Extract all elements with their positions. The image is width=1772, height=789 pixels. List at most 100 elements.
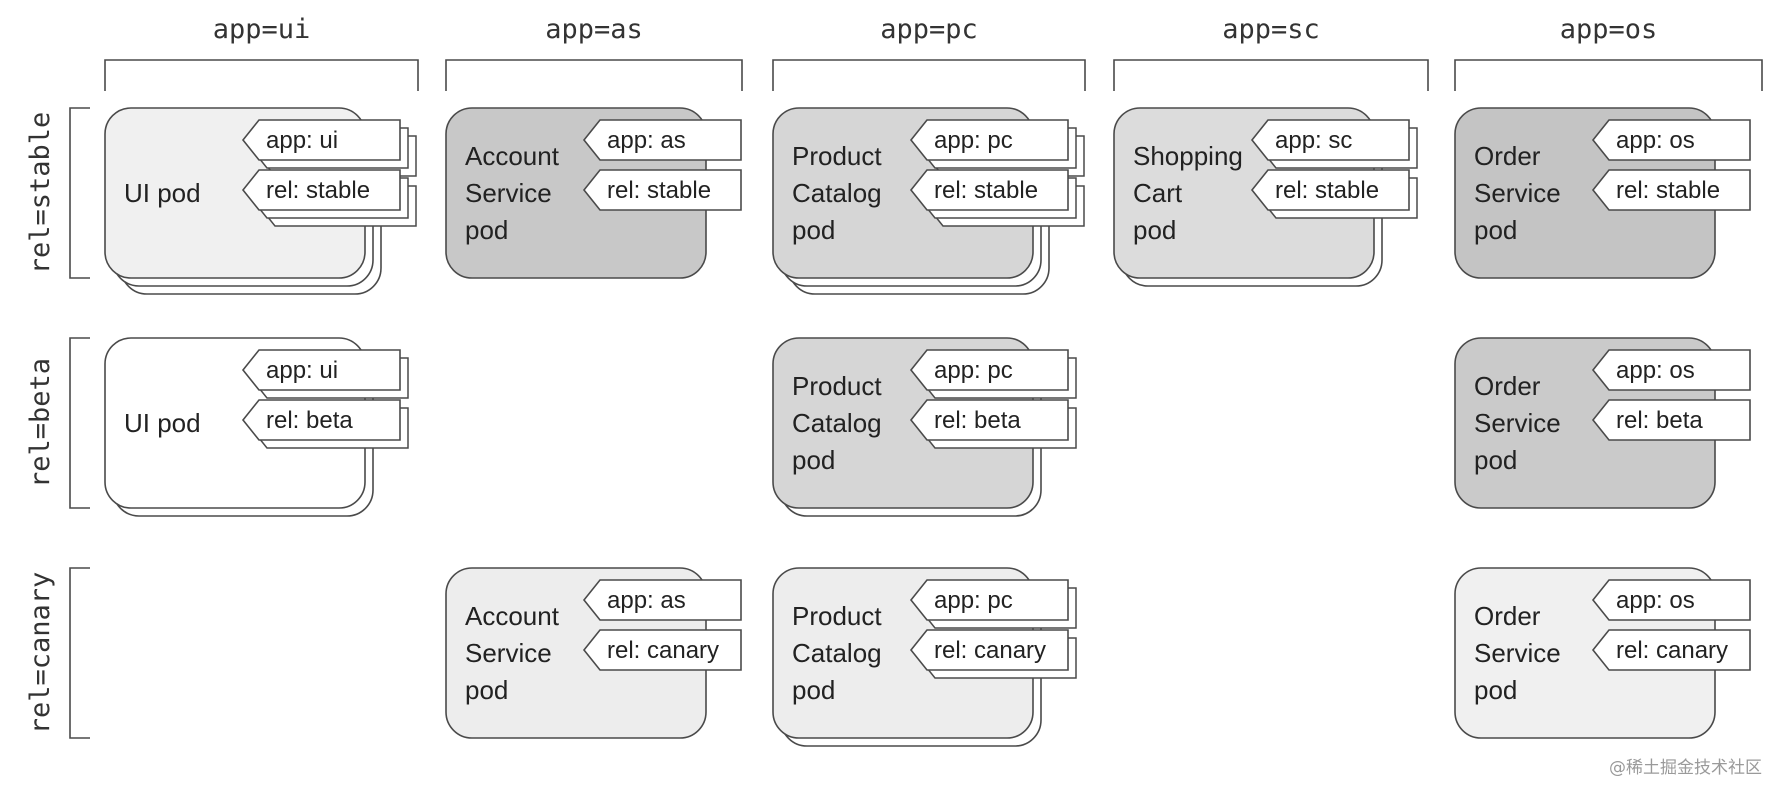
pod-name-line: Catalog xyxy=(792,638,882,668)
pod-name-line: Service xyxy=(465,638,552,668)
pod-name-line: pod xyxy=(792,445,835,475)
pod-name-line: Service xyxy=(1474,638,1561,668)
column-label: app=os xyxy=(1560,14,1658,45)
watermark: @稀土掘金技术社区 xyxy=(1609,758,1762,778)
label-tag xyxy=(582,169,742,211)
rel-label-text: rel: canary xyxy=(1616,637,1728,664)
label-tag xyxy=(582,119,742,161)
column-label: app=ui xyxy=(213,14,311,45)
label-tag xyxy=(909,169,1069,211)
pod-card: UI pod app: ui rel: stable xyxy=(104,107,417,295)
pod-name-line: pod xyxy=(1474,675,1517,705)
label-tag xyxy=(241,169,401,211)
rel-label-text: rel: beta xyxy=(266,407,353,434)
row-bracket xyxy=(69,567,90,739)
pod-name-line: Service xyxy=(465,178,552,208)
pod-name-line: pod xyxy=(792,215,835,245)
pod-name-line: Catalog xyxy=(792,178,882,208)
app-label-text: app: os xyxy=(1616,357,1695,384)
pod-name-line: Product xyxy=(792,141,882,171)
rel-label-text: rel: stable xyxy=(607,177,711,204)
app-label-text: app: pc xyxy=(934,127,1013,154)
column-bracket xyxy=(104,59,419,91)
pod-card: UI pod app: ui rel: beta xyxy=(104,337,409,517)
row-label: rel=beta xyxy=(25,358,56,488)
pod-name-line: pod xyxy=(1474,215,1517,245)
column-label: app=sc xyxy=(1222,14,1320,45)
label-tag xyxy=(1250,119,1410,161)
rel-label-text: rel: beta xyxy=(1616,407,1703,434)
column-bracket xyxy=(445,59,743,91)
label-tag xyxy=(1591,629,1751,671)
pod-name-line: pod xyxy=(792,675,835,705)
rel-label-text: rel: stable xyxy=(1616,177,1720,204)
pod-name-line: Account xyxy=(465,141,560,171)
label-tag xyxy=(909,579,1069,621)
app-label-text: app: ui xyxy=(266,127,338,154)
pod-name-line: pod xyxy=(465,675,508,705)
label-tag xyxy=(582,629,742,671)
row-bracket xyxy=(69,337,90,509)
label-tag xyxy=(1250,169,1410,211)
pod-name-line: pod xyxy=(1474,445,1517,475)
label-tag xyxy=(1591,399,1751,441)
row-bracket xyxy=(69,107,90,279)
label-tag xyxy=(241,349,401,391)
label-tag xyxy=(909,119,1069,161)
app-label-text: app: pc xyxy=(934,357,1013,384)
pod-name-line: UI pod xyxy=(124,408,201,438)
row-label: rel=stable xyxy=(25,112,56,275)
pod-name-line: Service xyxy=(1474,408,1561,438)
rel-label-text: rel: canary xyxy=(607,637,719,664)
pod-name-line: pod xyxy=(1133,215,1176,245)
app-label-text: app: ui xyxy=(266,357,338,384)
label-tag xyxy=(582,579,742,621)
label-tag xyxy=(241,119,401,161)
app-label-text: app: os xyxy=(1616,127,1695,154)
label-tag xyxy=(1591,349,1751,391)
column-label: app=pc xyxy=(880,14,978,45)
column-label: app=as xyxy=(545,14,643,45)
pod-name-line: Account xyxy=(465,601,560,631)
app-label-text: app: os xyxy=(1616,587,1695,614)
app-label-text: app: pc xyxy=(934,587,1013,614)
column-bracket xyxy=(1454,59,1763,91)
label-tag xyxy=(909,629,1069,671)
pod-name-line: Cart xyxy=(1133,178,1183,208)
pod-name-line: Shopping xyxy=(1133,141,1243,171)
pod-name-line: Service xyxy=(1474,178,1561,208)
column-bracket xyxy=(772,59,1086,91)
pod-name-line: Order xyxy=(1474,601,1541,631)
row-label: rel=canary xyxy=(25,572,56,735)
label-tag xyxy=(909,349,1069,391)
label-tag xyxy=(1591,119,1751,161)
label-tag xyxy=(1591,169,1751,211)
rel-label-text: rel: stable xyxy=(1275,177,1379,204)
rel-label-text: rel: stable xyxy=(934,177,1038,204)
label-tag xyxy=(909,399,1069,441)
pod-name-line: Order xyxy=(1474,371,1541,401)
rel-label-text: rel: stable xyxy=(266,177,370,204)
pod-name-line: Product xyxy=(792,371,882,401)
pod-name-line: Catalog xyxy=(792,408,882,438)
rel-label-text: rel: beta xyxy=(934,407,1021,434)
app-label-text: app: as xyxy=(607,127,686,154)
pod-name-line: UI pod xyxy=(124,178,201,208)
app-label-text: app: sc xyxy=(1275,127,1352,154)
label-tag xyxy=(1591,579,1751,621)
pod-name-line: pod xyxy=(465,215,508,245)
pod-name-line: Product xyxy=(792,601,882,631)
app-label-text: app: as xyxy=(607,587,686,614)
rel-label-text: rel: canary xyxy=(934,637,1046,664)
